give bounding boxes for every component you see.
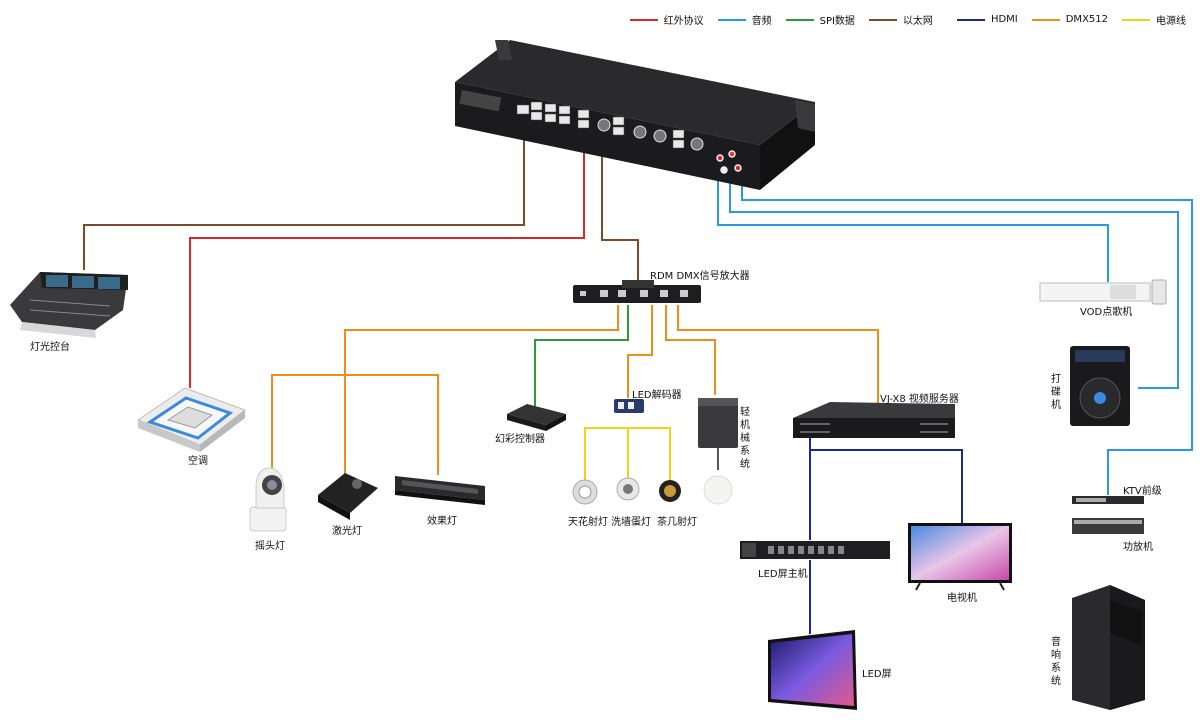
label-led-decoder: LED解码器 (632, 390, 682, 401)
label-moving-head: 摇头灯 (255, 541, 285, 552)
central-controller-device (455, 40, 815, 190)
ethernet-line-console (83, 118, 525, 270)
label-led-screen: LED屏 (862, 669, 892, 680)
label-wall-washer: 洗墙蛋灯 (611, 517, 651, 528)
dmx-line-moving-head (271, 374, 439, 475)
legend-swatch (785, 18, 814, 21)
legend-item-spi: SPI数据 (785, 12, 855, 27)
dmx-line-laser (344, 305, 619, 475)
dj-player-image (1070, 346, 1130, 426)
label-amplifier: 功放机 (1123, 542, 1153, 553)
label-kinetic-system: 轻机械系统 (740, 407, 750, 470)
label-ceiling-spot: 天花射灯 (568, 517, 608, 528)
moving-head-image (249, 467, 287, 532)
speaker-image (1072, 585, 1145, 710)
label-vod: VOD点歌机 (1080, 307, 1133, 318)
led-decoder-image (614, 399, 644, 413)
legend-label: 红外协议 (663, 16, 704, 27)
ir-line-ac (189, 135, 585, 388)
table-spot-image (659, 480, 681, 502)
legend-item-power: 电源线 (1122, 12, 1186, 27)
label-vj-server: VJ-X8 视频服务器 (880, 394, 959, 405)
label-dj-player: 打碟机 (1051, 374, 1061, 411)
ktv-preamp-image (1072, 496, 1144, 504)
magic-controller-image (507, 404, 566, 431)
legend-label: 以太网 (902, 16, 933, 27)
ethernet-line-rdm (601, 138, 639, 283)
legend-swatch (1031, 18, 1060, 21)
label-led-host: LED屏主机 (758, 569, 808, 580)
label-effect-light: 效果灯 (427, 516, 457, 527)
legend-label: DMX512 (1065, 14, 1108, 25)
legend-label: 电源线 (1156, 16, 1186, 27)
legend-label: SPI数据 (819, 16, 855, 27)
label-air-conditioner: 空调 (188, 456, 208, 467)
spi-line-controller (534, 305, 629, 408)
hdmi-line-tv (810, 449, 963, 523)
vj-server-image (793, 402, 955, 438)
wall-washer-image (616, 477, 640, 501)
legend-swatch (629, 18, 658, 21)
label-ktv-preamp: KTV前级 (1123, 486, 1162, 497)
legend-item-audio: 音频 (717, 12, 772, 27)
effect-light-image (395, 476, 485, 505)
led-screen-image (768, 630, 857, 710)
audio-line-ktv (741, 175, 1193, 495)
legend-swatch (1122, 18, 1150, 21)
kinetic-system-image (698, 398, 738, 505)
label-magic-controller: 幻彩控制器 (495, 434, 545, 445)
tv-image (908, 523, 1012, 591)
legend-swatch (868, 18, 897, 21)
air-conditioner-image (136, 387, 247, 452)
dmx-line-vj (677, 305, 879, 408)
label-tv: 电视机 (947, 593, 977, 604)
label-lighting-console: 灯光控台 (30, 342, 70, 353)
label-rdm-amplifier: RDM DMX信号放大器 (650, 271, 750, 282)
lighting-console-image (10, 272, 128, 338)
laser-light-image (318, 473, 378, 520)
legend-swatch (717, 18, 746, 21)
legend-item-dmx512: DMX512 (1031, 12, 1108, 27)
legend-item-ethernet: 以太网 (868, 12, 933, 27)
legend-label: 音频 (751, 16, 772, 27)
legend-item-hdmi: HDMI (956, 12, 1018, 27)
audio-line-vod (717, 175, 1109, 282)
legend-item-infrared: 红外协议 (629, 12, 704, 27)
vod-machine-image (1039, 279, 1167, 305)
audio-line-dj (729, 175, 1179, 389)
label-speaker-system: 音响系统 (1051, 637, 1061, 687)
amplifier-image (1072, 518, 1144, 534)
label-laser-light: 激光灯 (332, 526, 362, 537)
dmx-line-kinetic (665, 305, 716, 395)
label-table-spot: 茶几射灯 (657, 517, 697, 528)
rdm-amplifier-image (573, 280, 701, 303)
legend-swatch (956, 18, 985, 21)
legend: 红外协议 音频 SPI数据 以太网 HDMI DMX512 电源线 (629, 12, 1186, 27)
dmx-line-decoder (627, 305, 653, 398)
legend-label: HDMI (990, 14, 1018, 25)
ceiling-spot-image (572, 479, 598, 505)
led-host-image (740, 541, 890, 559)
